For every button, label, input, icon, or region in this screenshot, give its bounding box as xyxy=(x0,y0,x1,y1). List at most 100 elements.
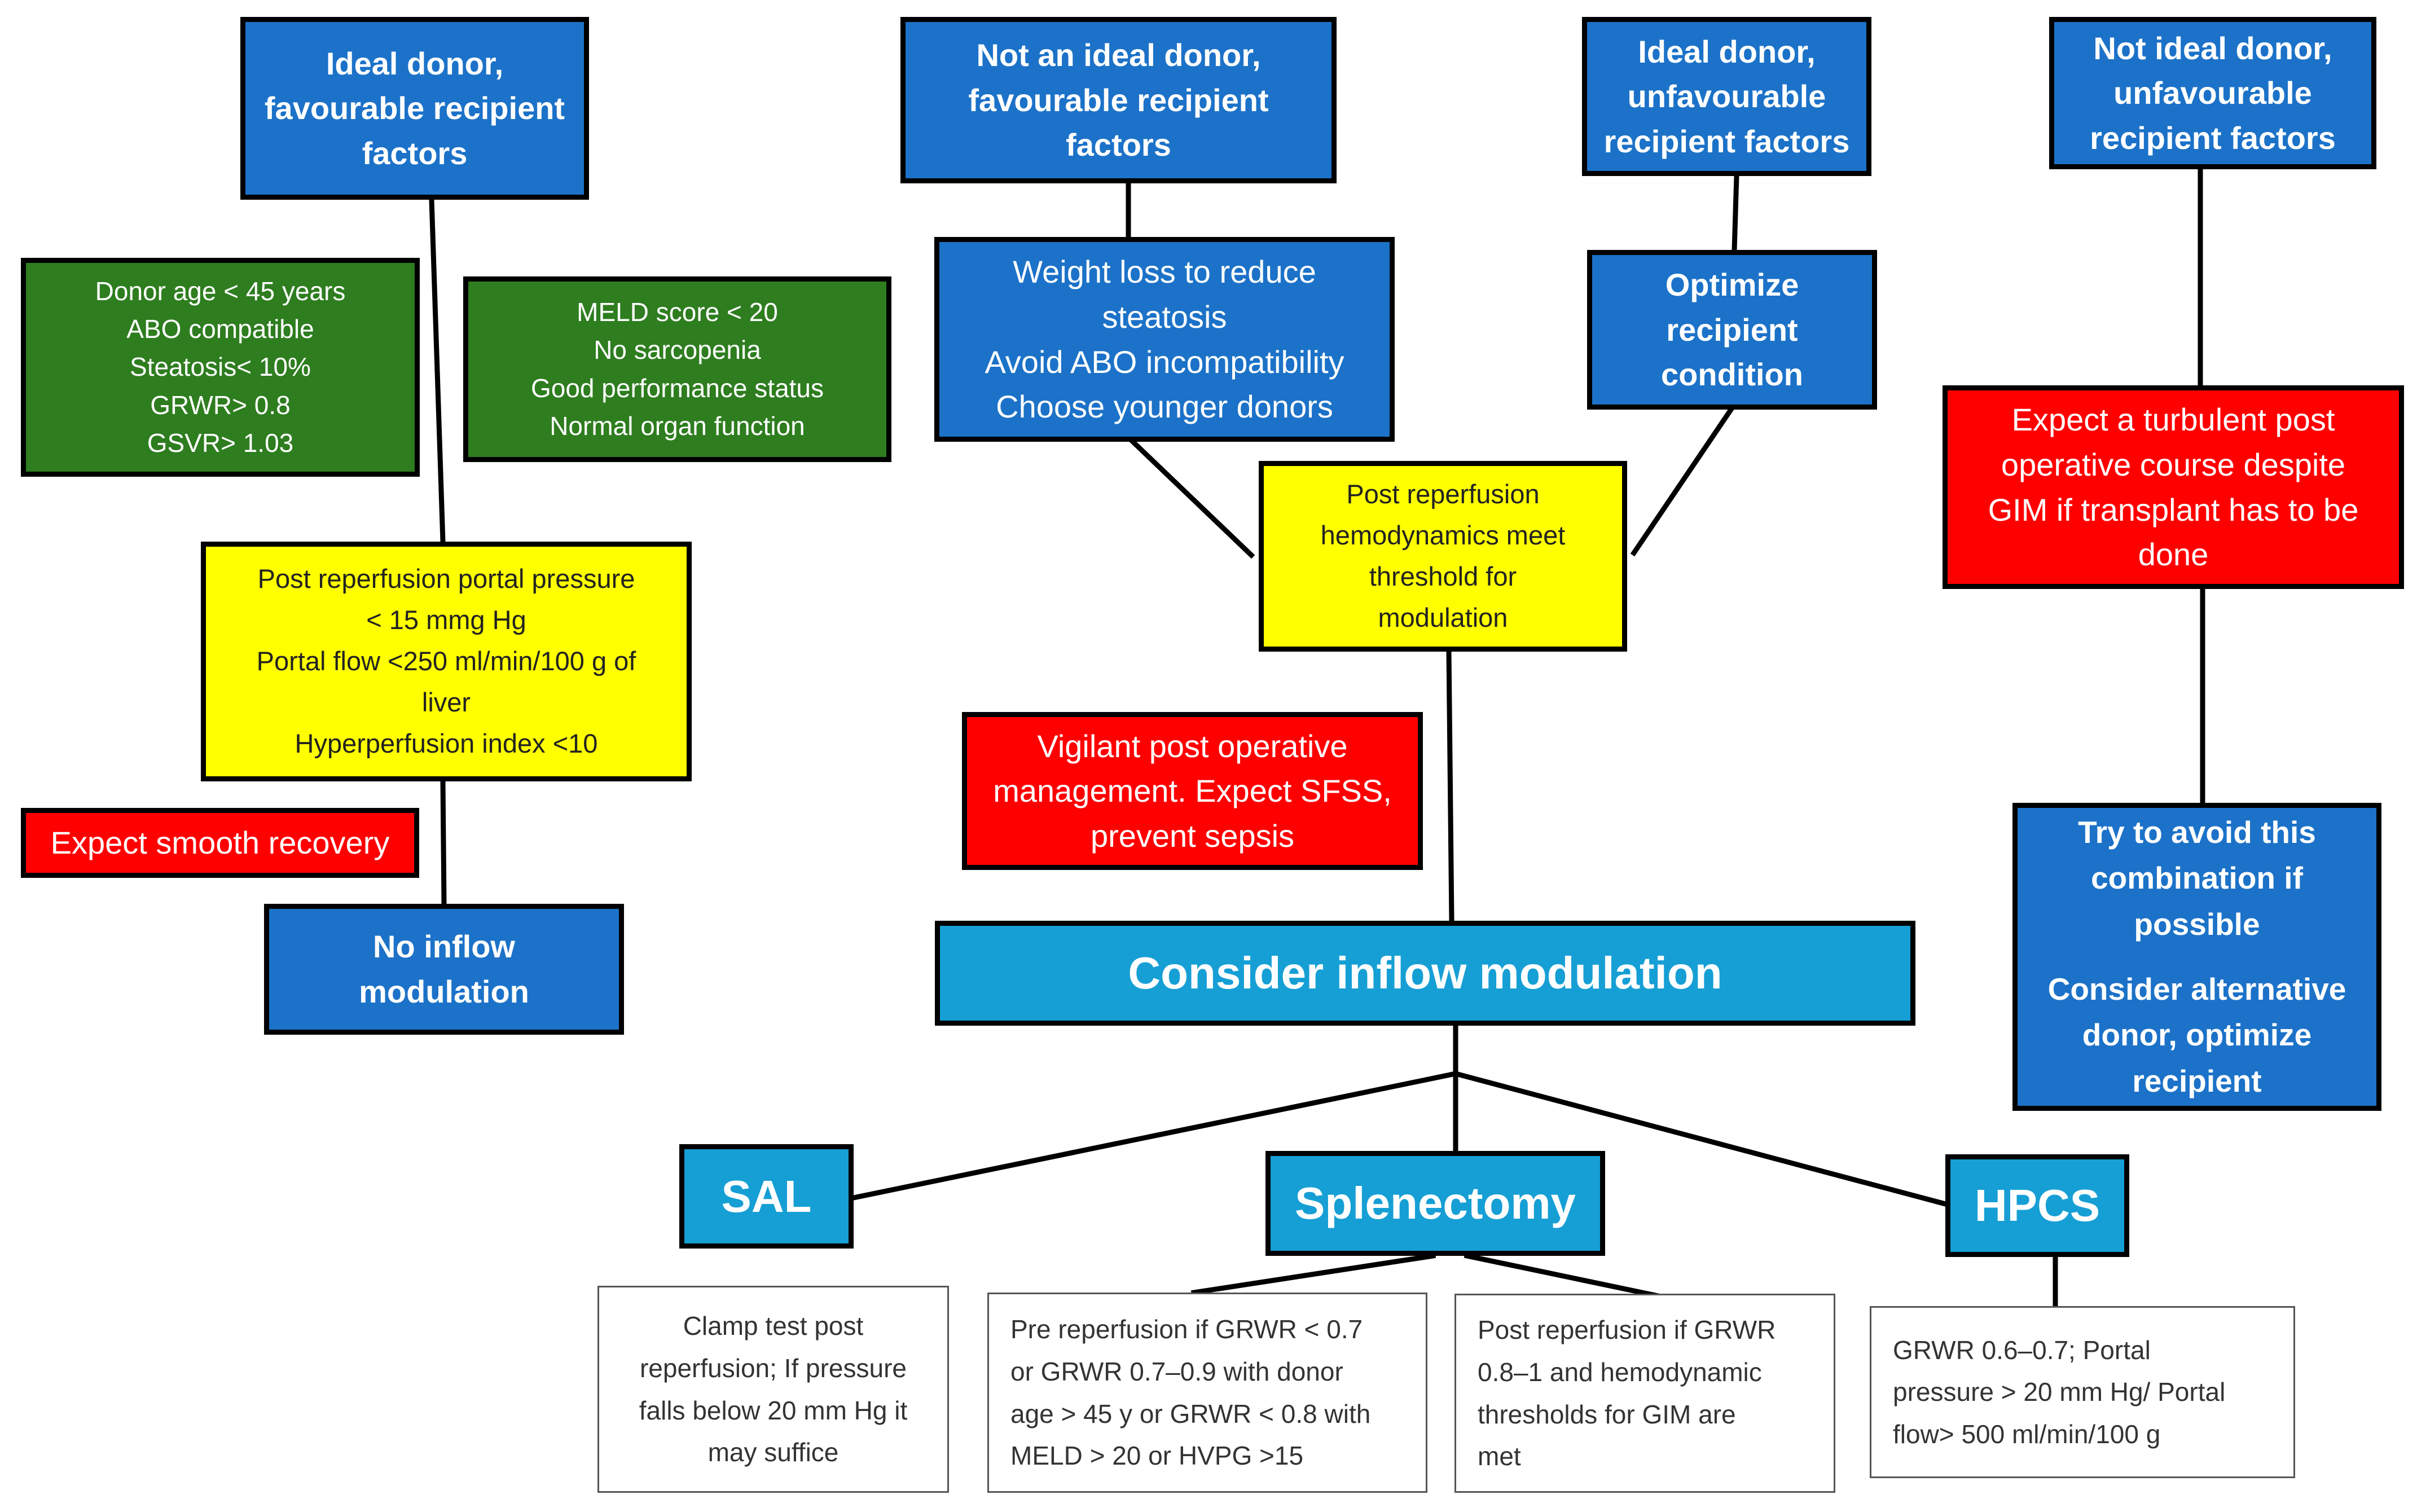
box-line: done xyxy=(2138,537,2209,573)
threshold-item: liver xyxy=(421,687,471,717)
box-line: No inflow xyxy=(373,929,515,965)
threshold-item: Hyperperfusion index <10 xyxy=(295,728,598,758)
box-line: Consider alternative xyxy=(2047,972,2346,1006)
box-line: Try to avoid this xyxy=(2078,814,2316,850)
criteria-item: GRWR> 0.8 xyxy=(150,390,291,420)
note-line: met xyxy=(1478,1441,1521,1471)
note-line: or GRWR 0.7–0.9 with donor xyxy=(1010,1356,1343,1386)
note-line: Post reperfusion if GRWR xyxy=(1478,1315,1776,1345)
hpcs-label: HPCS xyxy=(1974,1180,2100,1230)
avoid-combination-box: Try to avoid this combination if possibl… xyxy=(2012,803,2381,1111)
box-line: Post reperfusion xyxy=(1346,479,1540,509)
connector-splenectomy-to-pre xyxy=(1190,1252,1436,1296)
box-line: combination if xyxy=(2091,860,2303,896)
box-line: unfavourable xyxy=(1627,78,1826,115)
donor-strategies-box: Weight loss to reduce steatosis Avoid AB… xyxy=(934,237,1395,442)
box-line: Vigilant post operative xyxy=(1037,728,1348,764)
box-line: modulation xyxy=(359,974,529,1009)
connector-hemodynamics-to-inflow xyxy=(1446,649,1454,924)
hemodynamics-threshold-box: Post reperfusion hemodynamics meet thres… xyxy=(1259,461,1627,652)
note-line: may suffice xyxy=(707,1438,839,1467)
box-line: Ideal donor, xyxy=(326,45,504,81)
box-line: threshold for xyxy=(1369,561,1517,591)
criteria-item: Good performance status xyxy=(530,373,824,403)
box-line: Expect a turbulent post xyxy=(2011,402,2335,438)
box-line: recipient xyxy=(1666,311,1798,348)
box-line: hemodynamics meet xyxy=(1320,520,1566,551)
optimize-recipient-box: Optimize recipient condition xyxy=(1587,250,1877,410)
note-line: GRWR 0.6–0.7; Portal xyxy=(1893,1335,2151,1365)
box-line: factors xyxy=(1066,127,1171,163)
box-line: recipient xyxy=(2132,1063,2262,1098)
box-line: donor, optimize xyxy=(2082,1017,2312,1053)
criteria-item: Donor age < 45 years xyxy=(95,276,346,306)
criteria-item: ABO compatible xyxy=(126,314,314,344)
not-ideal-donor-unfavourable-recipient-box: Not ideal donor, unfavourable recipient … xyxy=(2049,17,2376,169)
sal-note-box: Clamp test post reperfusion; If pressure… xyxy=(597,1286,949,1493)
splenectomy-pre-note-box: Pre reperfusion if GRWR < 0.7 or GRWR 0.… xyxy=(987,1293,1427,1493)
note-line: falls below 20 mm Hg it xyxy=(639,1395,908,1425)
hpcs-box: HPCS xyxy=(1945,1154,2129,1257)
strategy-item: steatosis xyxy=(1102,298,1227,335)
strategy-item: Choose younger donors xyxy=(996,389,1333,425)
strategy-item: Avoid ABO incompatibility xyxy=(985,344,1344,380)
ideal-donor-unfavourable-recipient-box: Ideal donor, unfavourable recipient fact… xyxy=(1582,17,1871,176)
vigilant-management-box: Vigilant post operative management. Expe… xyxy=(962,712,1423,870)
connector-optimize-to-hemodynamics xyxy=(1630,406,1735,557)
connector-idealunfav-to-optimize xyxy=(1732,173,1739,253)
sal-label: SAL xyxy=(721,1171,812,1221)
box-line: factors xyxy=(362,135,468,171)
box-line: operative course despite xyxy=(2001,446,2346,482)
criteria-item: Steatosis< 10% xyxy=(130,352,311,382)
note-line: 0.8–1 and hemodynamic xyxy=(1478,1357,1762,1387)
box-line: condition xyxy=(1661,357,1803,393)
box-line: Not ideal donor, xyxy=(2093,30,2332,66)
connector-inflow-to-hpcs xyxy=(1452,1070,1949,1207)
sal-box: SAL xyxy=(679,1144,854,1249)
box-line: Ideal donor, xyxy=(1638,33,1816,69)
box-line: modulation xyxy=(1378,602,1508,632)
box-line: GIM if transplant has to be xyxy=(1988,491,2359,528)
note-line: reperfusion; If pressure xyxy=(639,1353,907,1383)
connector-inflow-to-sal xyxy=(850,1070,1459,1201)
box-line: unfavourable xyxy=(2113,75,2312,111)
box-line: favourable recipient xyxy=(264,90,565,126)
no-inflow-modulation-box: No inflow modulation xyxy=(264,904,624,1035)
criteria-item: MELD score < 20 xyxy=(577,297,778,327)
ideal-donor-favourable-recipient-box: Ideal donor, favourable recipient factor… xyxy=(240,17,589,200)
threshold-item: Post reperfusion portal pressure xyxy=(257,564,635,594)
box-line: recipient factors xyxy=(2090,120,2336,156)
not-ideal-donor-favourable-recipient-box: Not an ideal donor, favourable recipient… xyxy=(900,17,1337,183)
box-line: possible xyxy=(2134,906,2260,942)
criteria-item: GSVR> 1.03 xyxy=(147,428,294,458)
splenectomy-label: Splenectomy xyxy=(1295,1178,1576,1228)
box-line: management. Expect SFSS, xyxy=(993,773,1392,809)
box-line: prevent sepsis xyxy=(1090,817,1295,854)
note-line: MELD > 20 or HVPG >15 xyxy=(1010,1441,1304,1471)
note-line: thresholds for GIM are xyxy=(1478,1399,1736,1429)
connector-strategies-to-hemodynamics xyxy=(1129,438,1255,559)
hpcs-note-box: GRWR 0.6–0.7; Portal pressure > 20 mm Hg… xyxy=(1870,1306,2295,1478)
criteria-item: Normal organ function xyxy=(550,411,805,441)
consider-inflow-label: Consider inflow modulation xyxy=(1128,948,1722,998)
note-line: Clamp test post xyxy=(683,1311,864,1341)
note-line: Pre reperfusion if GRWR < 0.7 xyxy=(1010,1315,1363,1344)
threshold-item: Portal flow <250 ml/min/100 g of xyxy=(256,646,636,676)
criteria-item: No sarcopenia xyxy=(594,335,761,365)
threshold-item: < 15 mmg Hg xyxy=(366,605,526,635)
smooth-recovery-box: Expect smooth recovery xyxy=(21,808,419,878)
splenectomy-post-note-box: Post reperfusion if GRWR 0.8–1 and hemod… xyxy=(1454,1294,1835,1493)
connector-thresholds-to-no-inflow xyxy=(440,779,447,907)
donor-criteria-box: Donor age < 45 years ABO compatible Stea… xyxy=(21,258,420,477)
box-line: favourable recipient xyxy=(968,82,1269,118)
box-line: Not an ideal donor, xyxy=(976,37,1261,73)
box-line: recipient factors xyxy=(1603,123,1850,159)
strategy-item: Weight loss to reduce xyxy=(1013,254,1316,290)
recipient-criteria-box: MELD score < 20 No sarcopenia Good perfo… xyxy=(463,276,891,462)
connector-ideal-to-thresholds xyxy=(429,197,446,544)
box-line: Optimize xyxy=(1665,267,1799,303)
note-line: age > 45 y or GRWR < 0.8 with xyxy=(1010,1399,1371,1429)
note-line: flow> 500 ml/min/100 g xyxy=(1893,1419,2161,1449)
note-line: pressure > 20 mm Hg/ Portal xyxy=(1893,1377,2226,1407)
